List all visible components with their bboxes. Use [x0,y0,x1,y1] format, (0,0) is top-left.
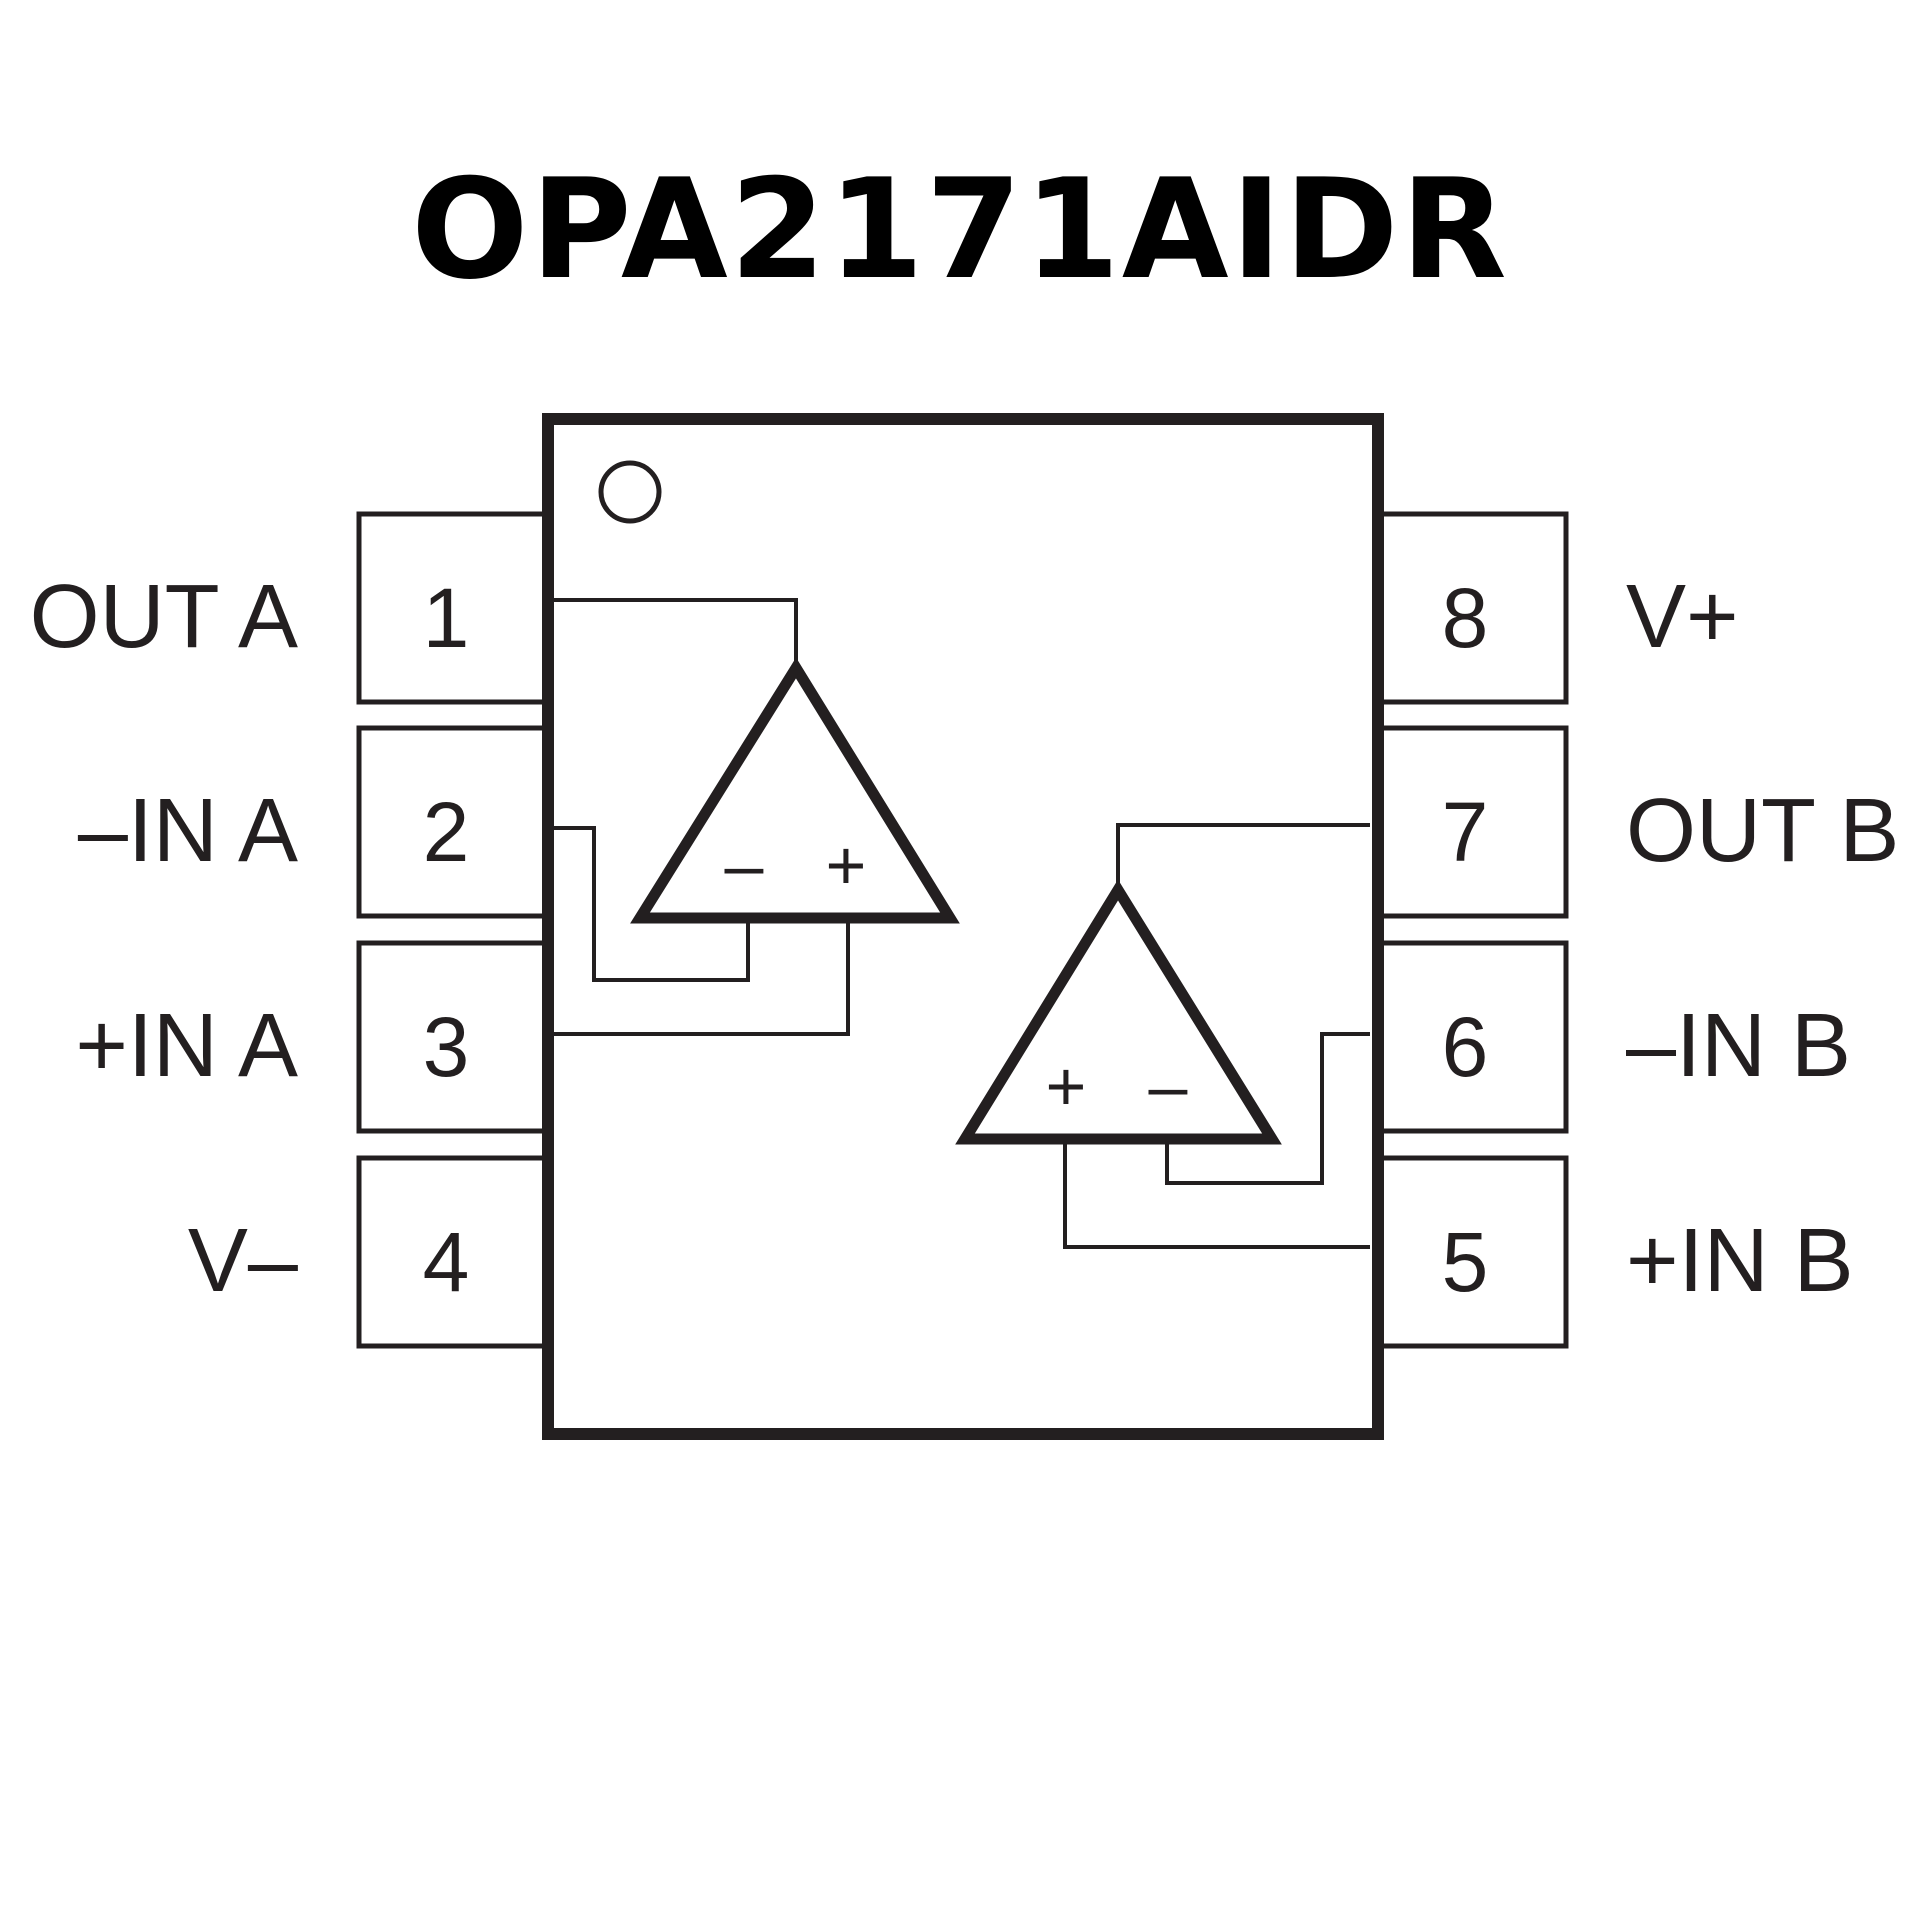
pin-8-label: V+ [1626,567,1739,667]
opamp-b-output-wire [1116,823,1370,890]
opamp-b-triangle [955,879,1282,1145]
opamp-a: – + [554,598,960,1036]
pin-4-label: V– [188,1211,299,1311]
pin-6-outline [1384,940,1569,1134]
opamp-a-triangle [630,657,960,924]
pin-4-number: 4 [423,1215,470,1309]
pin-3-outline [356,940,542,1134]
pin-3: 3 +IN A [75,940,542,1134]
pin-6: 6 –IN B [1384,940,1851,1134]
pin-2: 2 –IN A [78,725,542,919]
pin-8-number: 8 [1442,571,1489,665]
opamp-b-plus-sign: + [1046,1047,1087,1125]
pin-7-label: OUT B [1626,781,1899,881]
opamp-a-output-wire [554,598,798,668]
pin-4-outline [356,1155,542,1349]
pin-1: 1 OUT A [30,511,542,705]
pin1-indicator-circle [598,460,662,524]
opamp-b-minus-sign: – [1149,1047,1188,1125]
pin-4: 4 V– [188,1155,542,1349]
opamp-b-inverting-wire [1165,1032,1370,1185]
opamp-a-noninverting-wire [554,922,850,1036]
pin-1-number: 1 [423,571,470,665]
pin-5: 5 +IN B [1384,1155,1854,1349]
opamp-a-plus-sign: + [826,826,867,904]
part-number-title: OPA2171AIDR [411,149,1509,310]
opamp-a-minus-sign: – [725,826,764,904]
ic-package-body [542,413,1384,1440]
pin-3-label: +IN A [75,996,298,1096]
pin-6-number: 6 [1442,1000,1489,1094]
pin-2-number: 2 [423,785,470,879]
pin-5-number: 5 [1442,1215,1489,1309]
pin-3-number: 3 [423,1000,470,1094]
pin-2-label: –IN A [78,781,298,881]
opamp-a-inverting-wire [554,826,750,982]
opamp-b-noninverting-wire [1063,1143,1370,1249]
pin-7-outline [1384,725,1569,919]
pin-2-outline [356,725,542,919]
pin-5-label: +IN B [1626,1211,1854,1311]
pin-1-label: OUT A [30,567,298,667]
pin-7: 7 OUT B [1384,725,1899,919]
pin-1-outline [356,511,542,705]
pin-8: 8 V+ [1384,511,1739,705]
pin-5-outline [1384,1155,1569,1349]
pin-7-number: 7 [1442,785,1489,879]
pin-8-outline [1384,511,1569,705]
pin-6-label: –IN B [1626,996,1851,1096]
opamp-b: + – [955,823,1370,1249]
